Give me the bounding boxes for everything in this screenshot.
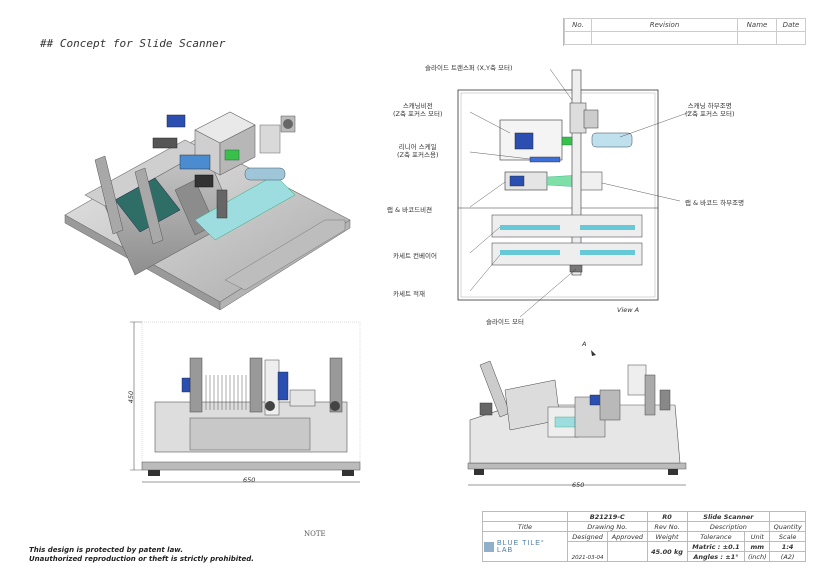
tb-unit-inch: (inch) [744, 551, 771, 562]
tb-rev-no-label: Rev No. [646, 521, 688, 532]
logo-square-icon [484, 541, 494, 552]
height-dimension-text: 450 [127, 390, 136, 404]
tb-drawing-no: B21219-C [567, 511, 648, 522]
top-view-drawing [457, 68, 691, 318]
tb-unit-mm: mm [744, 541, 771, 552]
revision-table: No. Revision Name Date [563, 18, 806, 46]
tb-weight-label: Weight [646, 531, 688, 542]
label-label-light: 랩 & 바코드 하부조명 [685, 199, 745, 207]
tb-unit-label: Unit [744, 531, 771, 542]
side-view-drawing [467, 350, 687, 486]
tb-tolerance-metric: Matric : ±0.1 [686, 541, 746, 552]
label-scan-light: 스캐닝 하부조명(Z축 포커스 모터) [685, 102, 735, 118]
tb-scale-label: Scale [769, 531, 806, 542]
tb-description-label: Description [686, 521, 771, 532]
patent-line-2: Unauthorized reproduction or theft is st… [29, 555, 254, 563]
label-slide-motor: 슬라이드 모터 [486, 318, 524, 326]
front-base [141, 461, 361, 471]
tb-weight: 45.00 kg [646, 541, 688, 562]
label-slide-transfer: 슬라이드 트랜스퍼 (X,Y축 모터) [425, 64, 513, 72]
isometric-render [64, 111, 351, 310]
patent-notice: This design is protected by patent law. … [29, 546, 254, 564]
cassette-tray-2 [491, 242, 643, 266]
tb-title-label: Title [482, 521, 568, 532]
tb-date: 2021-03-04 [566, 541, 609, 562]
tb-description: Slide Scanner [686, 511, 771, 522]
iso-light-tube [244, 167, 286, 181]
slide-transfer-rail [571, 69, 582, 276]
label-cassette-stack: 카세트 적재 [393, 290, 425, 298]
tb-tolerance-angle: Angles : ±1° [686, 551, 746, 562]
patent-line-1: This design is protected by patent law. [29, 546, 183, 554]
blue-tile-lab-logo: BLUE TILE° LAB [484, 540, 566, 554]
view-a-label: View A [617, 306, 640, 314]
side-arrow-label: A [582, 340, 587, 348]
tb-tolerance-label: Tolerance [686, 531, 746, 542]
title-block: B21219-C R0 Slide Scanner Title Drawing … [482, 511, 806, 567]
rev-revision-header: Revision [591, 18, 738, 32]
tb-scale-sheet: (A2) [769, 551, 806, 562]
tb-quantity-label: Quantity [769, 521, 806, 532]
front-view-drawing [130, 321, 361, 483]
rev-date-header: Date [776, 18, 806, 32]
rev-name-header: Name [737, 18, 777, 32]
label-scan-vision: 스캐닝비전(Z축 포커스 모터) [393, 102, 443, 118]
front-width-dimension-text: 650 [243, 476, 256, 484]
iso-camera [166, 114, 186, 128]
tb-scale: 1:4 [769, 541, 806, 552]
label-label-vision: 랩 & 바코드비젼 [387, 206, 433, 214]
label-linear-scale: 리니어 스케일(Z축 포커스용) [397, 143, 439, 159]
cassette-tray-1 [491, 214, 643, 238]
tb-drawing-no-label: Drawing No. [567, 521, 648, 532]
concept-title: ## Concept for Slide Scanner [40, 37, 226, 50]
top-frame [457, 89, 659, 301]
side-width-dimension-text: 650 [572, 481, 585, 489]
scan-light-unit [591, 132, 633, 148]
tb-rev: R0 [646, 511, 688, 522]
tb-approved-label: Approved [607, 531, 648, 542]
rev-no-header: No. [564, 18, 592, 32]
side-base [467, 462, 687, 470]
note-label: NOTE [304, 530, 326, 538]
tb-designed-label: Designed [566, 531, 609, 542]
label-cassette-conveyor: 카세트 컨베이어 [393, 252, 437, 260]
